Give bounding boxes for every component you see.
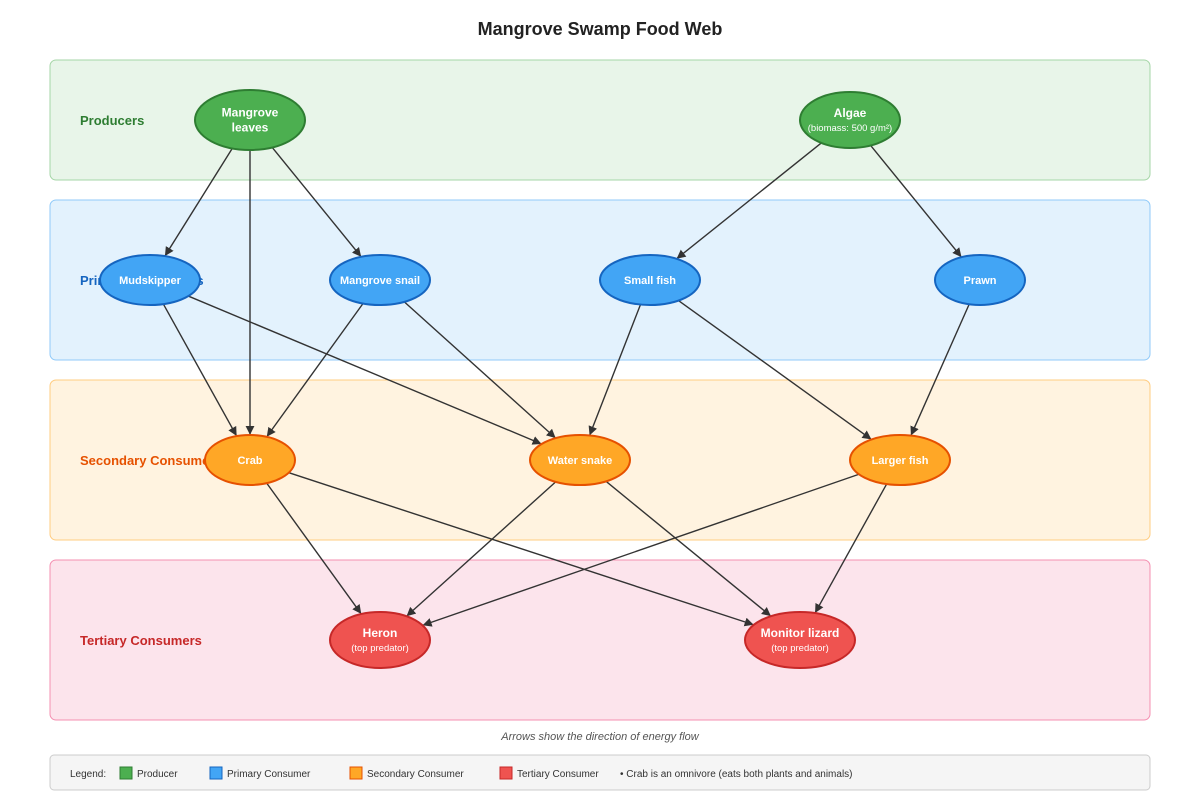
energy-flow-arrows xyxy=(161,141,971,627)
arrow-crab-to-monitor-lizard xyxy=(286,471,754,627)
node-label-larger-fish: Larger fish xyxy=(872,455,929,467)
arrow-mangrove-snail-to-crab xyxy=(266,301,365,437)
node-monitor-lizard[interactable]: Monitor lizard (top predator) xyxy=(744,611,856,669)
arrow-small-fish-to-larger-fish xyxy=(676,298,872,440)
arrow-water-snake-to-heron xyxy=(406,479,558,617)
arrow-prawn-to-larger-fish xyxy=(910,302,971,436)
node-algae[interactable]: Algae (biomass: 500 g/m²) xyxy=(799,91,901,149)
trophic-bands: ProducersPrimary ConsumersSecondary Cons… xyxy=(49,59,1151,721)
node-shape-crab xyxy=(204,434,296,486)
node-sublabel-heron: (top predator) xyxy=(351,643,409,654)
legend-swatch-primary xyxy=(209,766,223,780)
node-shape-larger-fish xyxy=(849,434,951,486)
arrow-small-fish-to-water-snake xyxy=(588,302,642,436)
energy-flow-caption: Arrows show the direction of energy flow xyxy=(500,731,700,743)
band-label-tertiary: Tertiary Consumers xyxy=(80,633,202,648)
node-label-water-snake: Water snake xyxy=(548,455,612,467)
diagram-title: Mangrove Swamp Food Web xyxy=(478,19,723,39)
node-label-mangrove-leaves: leaves xyxy=(232,121,269,135)
band-label-secondary: Secondary Consumers xyxy=(80,453,222,468)
arrow-crab-to-heron xyxy=(265,481,362,614)
node-small-fish[interactable]: Small fish xyxy=(599,254,701,306)
legend-item-secondary: Secondary Consumer xyxy=(367,769,464,780)
legend-item-producer: Producer xyxy=(137,769,178,780)
node-shape-small-fish xyxy=(599,254,701,306)
arrow-mudskipper-to-water-snake xyxy=(186,294,542,445)
node-shape-algae xyxy=(799,91,901,149)
node-shape-mangrove-leaves xyxy=(194,89,306,151)
arrow-water-snake-to-monitor-lizard xyxy=(604,479,771,617)
node-shape-monitor-lizard xyxy=(744,611,856,669)
band-label-producers: Producers xyxy=(80,113,144,128)
node-shape-heron xyxy=(329,611,431,669)
arrow-mangrove-snail-to-water-snake xyxy=(402,299,556,439)
node-label-monitor-lizard: Monitor lizard xyxy=(761,626,840,640)
node-mudskipper[interactable]: Mudskipper xyxy=(99,254,201,306)
node-label-crab: Crab xyxy=(237,455,262,467)
legend-item-primary: Primary Consumer xyxy=(227,769,311,780)
band-tertiary xyxy=(49,559,1151,721)
node-shape-mudskipper xyxy=(99,254,201,306)
node-mangrove-snail[interactable]: Mangrove snail xyxy=(329,254,431,306)
arrow-mangrove-leaves-to-mudskipper xyxy=(164,146,234,257)
legend-swatch-producer xyxy=(119,766,133,780)
arrow-algae-to-prawn xyxy=(868,143,962,258)
arrow-mudskipper-to-crab xyxy=(161,301,237,436)
legend-item-tertiary: Tertiary Consumer xyxy=(517,769,599,780)
node-label-heron: Heron xyxy=(363,626,398,640)
node-label-algae: Algae xyxy=(834,106,867,120)
node-shape-prawn xyxy=(934,254,1026,306)
node-label-mangrove-snail: Mangrove snail xyxy=(340,275,420,287)
node-heron[interactable]: Heron (top predator) xyxy=(329,611,431,669)
arrow-mangrove-leaves-to-mangrove-snail xyxy=(270,145,362,257)
legend-box xyxy=(49,754,1151,791)
node-label-mudskipper: Mudskipper xyxy=(119,275,181,287)
legend-swatch-tertiary xyxy=(499,766,513,780)
legend-swatch-secondary xyxy=(349,766,363,780)
node-shape-water-snake xyxy=(529,434,631,486)
legend-note: • Crab is an omnivore (eats both plants … xyxy=(620,769,853,780)
node-water-snake[interactable]: Water snake xyxy=(529,434,631,486)
node-sublabel-algae: (biomass: 500 g/m²) xyxy=(808,123,892,134)
node-label-mangrove-leaves: Mangrove xyxy=(222,106,279,120)
node-larger-fish[interactable]: Larger fish xyxy=(849,434,951,486)
node-prawn[interactable]: Prawn xyxy=(934,254,1026,306)
legend-label: Legend: xyxy=(70,769,106,780)
arrow-larger-fish-to-monitor-lizard xyxy=(814,481,889,613)
node-label-prawn: Prawn xyxy=(963,275,996,287)
arrow-algae-to-small-fish xyxy=(676,141,824,259)
node-label-small-fish: Small fish xyxy=(624,275,676,287)
legend: Legend: Producer Primary Consumer Secondary… xyxy=(49,754,1151,791)
node-sublabel-monitor-lizard: (top predator) xyxy=(771,643,829,654)
arrow-larger-fish-to-heron xyxy=(422,472,862,627)
node-shape-mangrove-snail xyxy=(329,254,431,306)
node-crab[interactable]: Crab xyxy=(204,434,296,486)
